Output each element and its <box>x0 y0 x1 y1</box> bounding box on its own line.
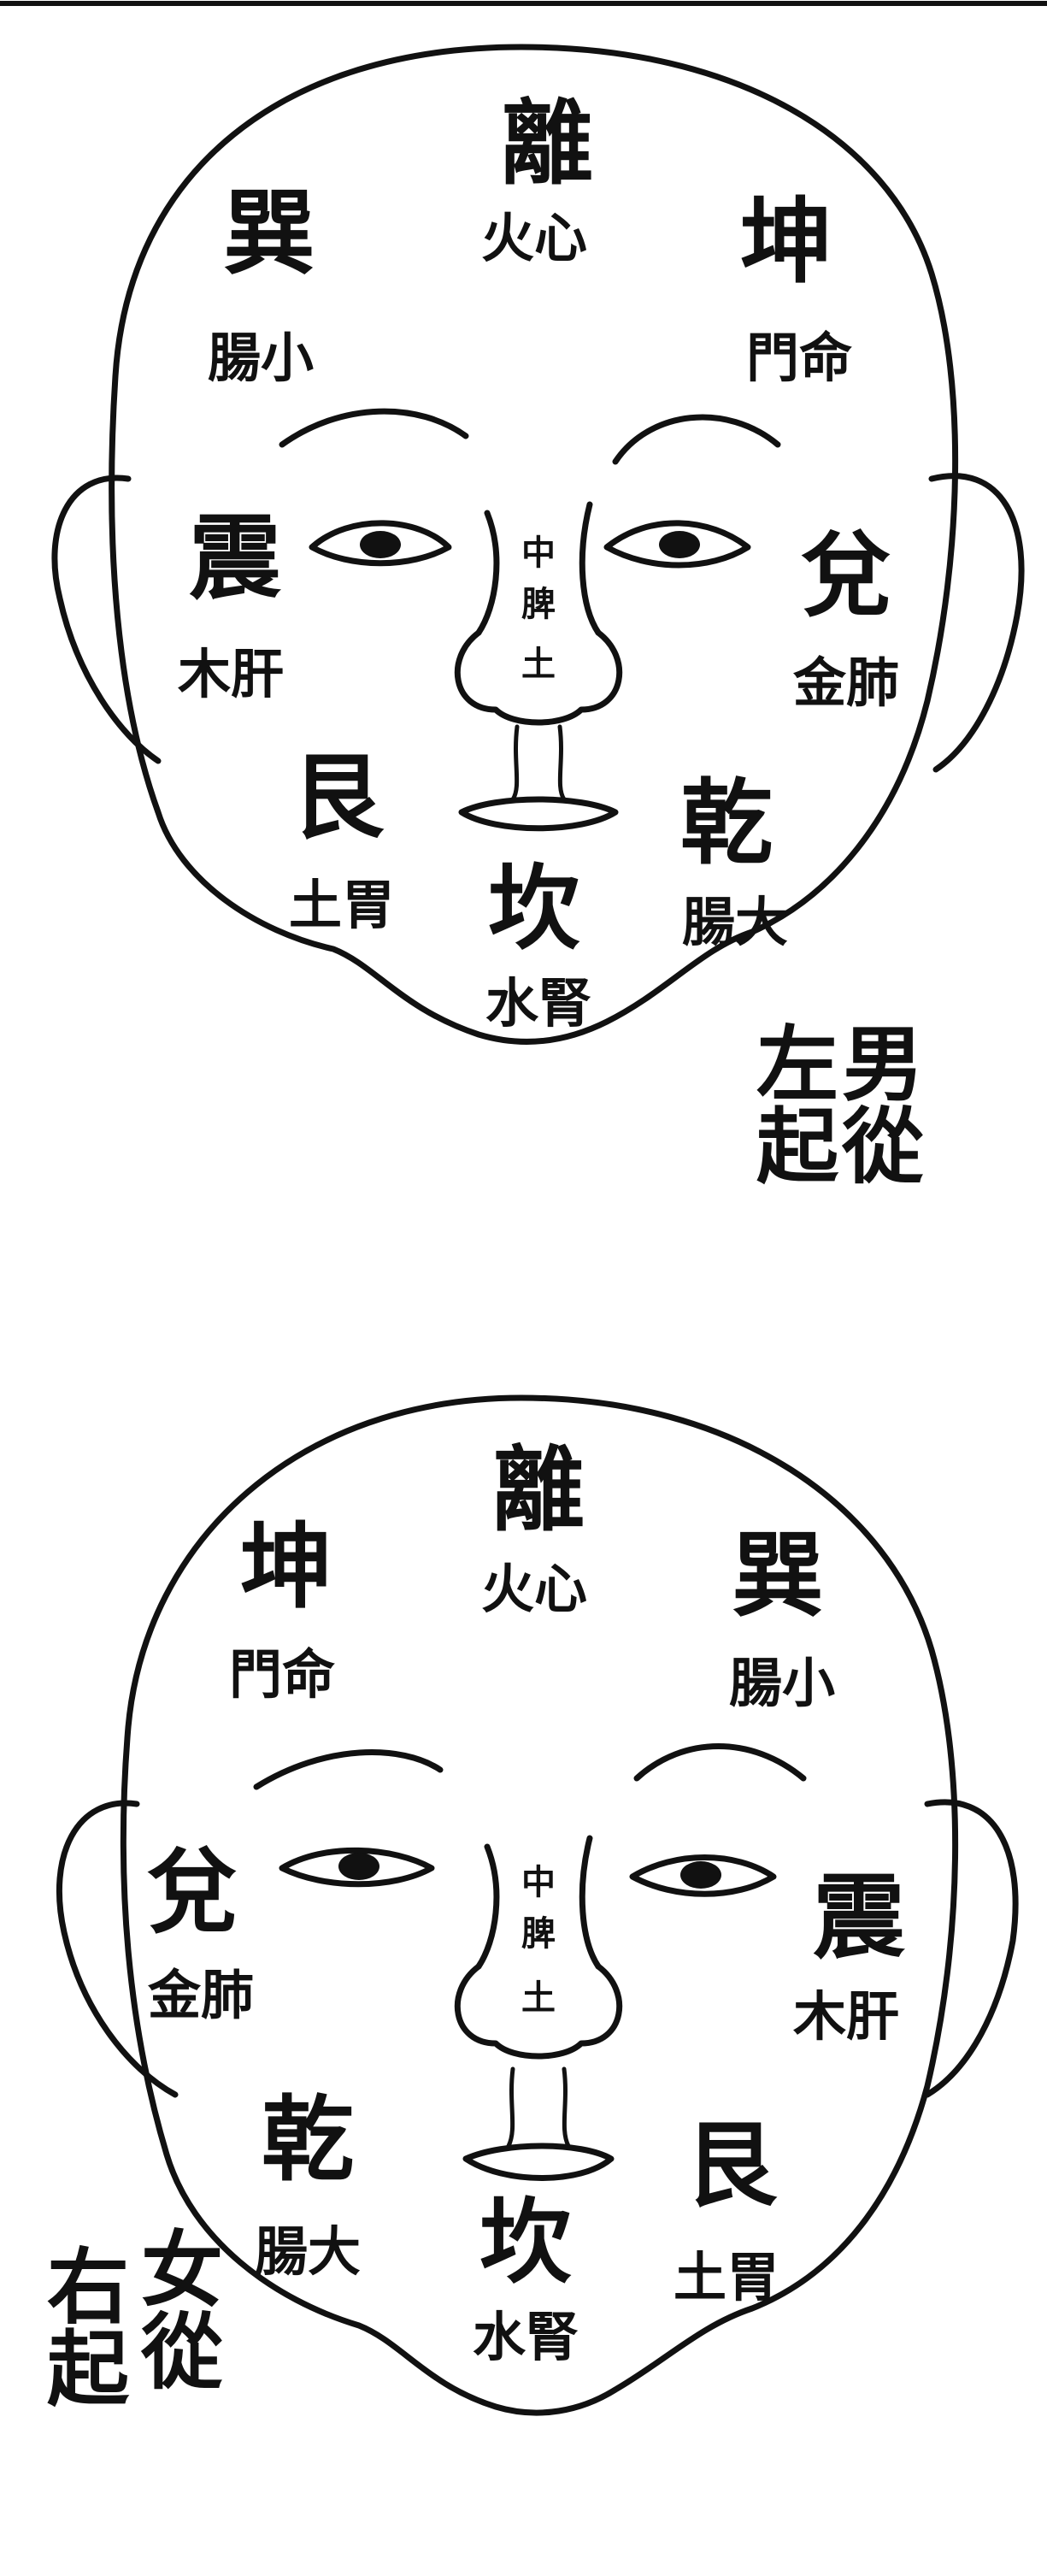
male-nose-mid-label: 脾 <box>521 584 556 624</box>
female-nose-top-label: 中 <box>521 1862 556 1902</box>
female-right-ear <box>924 1799 1019 2098</box>
female-face: 離 火心 坤 門命 巽 腸小 兌 金肺 震 木肝 乾 腸大 艮 土胃 坎 水腎 … <box>33 1394 1019 2416</box>
female-upper-right-trigram: 巽 <box>732 1522 824 1630</box>
female-upper-right-organ: 腸小 <box>729 1652 835 1714</box>
female-lower-left-trigram: 乾 <box>262 2086 354 2194</box>
female-nose-tip-label: 土 <box>521 1978 556 2018</box>
female-mid-right-trigram: 震 <box>813 1864 906 1972</box>
male-caption-col2: 男從 <box>828 1021 925 1185</box>
female-upper-left-organ: 門命 <box>229 1643 335 1706</box>
female-head-outline <box>120 1394 959 2416</box>
female-mouth <box>462 2143 615 2181</box>
male-mid-right-organ: 金肺 <box>792 651 899 714</box>
female-philtrum <box>506 2066 571 2149</box>
male-mid-right-trigram: 兌 <box>800 522 892 629</box>
female-right-eye <box>629 1854 777 1897</box>
female-bottom-organ: 水腎 <box>473 2306 579 2368</box>
male-top-organ: 火心 <box>481 207 587 269</box>
male-right-ear <box>928 473 1025 773</box>
female-mid-left-trigram: 兌 <box>146 1838 238 1946</box>
male-philtrum <box>510 724 567 802</box>
male-bottom-trigram: 坎 <box>488 855 580 963</box>
male-mouth <box>458 796 619 832</box>
male-mid-left-organ: 木肝 <box>178 643 284 705</box>
male-mid-left-trigram: 震 <box>189 504 282 612</box>
male-nose-tip <box>454 629 623 726</box>
male-upper-left-organ: 腸小 <box>208 327 314 389</box>
female-nose-tip <box>454 1963 623 2060</box>
female-right-eyebrow <box>633 1743 807 1782</box>
female-lower-left-organ: 腸大 <box>255 2220 361 2283</box>
male-lower-right-trigram: 乾 <box>680 769 773 877</box>
female-caption-col2: 女從 <box>127 2226 224 2390</box>
female-top-organ: 火心 <box>481 1558 587 1620</box>
female-nose-mid-label: 脾 <box>521 1913 556 1954</box>
female-bottom-trigram: 坎 <box>479 2189 572 2296</box>
female-mid-left-organ: 金肺 <box>147 1964 254 2026</box>
male-upper-right-trigram: 坤 <box>740 188 832 296</box>
female-left-ear <box>56 1800 179 2098</box>
female-top-trigram: 離 <box>492 1436 585 1544</box>
male-face: 離 火心 巽 腸小 坤 門命 震 木肝 兌 金肺 艮 土胃 乾 腸大 坎 水腎 … <box>51 44 1025 1185</box>
male-right-eye <box>603 520 751 569</box>
female-mid-right-organ: 木肝 <box>793 1985 899 2048</box>
male-lower-left-trigram: 艮 <box>291 744 385 852</box>
male-left-eye <box>309 520 452 567</box>
female-left-eye <box>279 1847 435 1888</box>
male-nose-bridge <box>475 501 602 636</box>
male-head-outline <box>109 44 959 1045</box>
male-left-eyebrow <box>279 408 469 448</box>
female-lower-right-trigram: 艮 <box>685 2112 778 2219</box>
male-top-trigram: 離 <box>501 90 593 197</box>
male-nose-tip-label: 土 <box>521 644 556 684</box>
male-upper-right-organ: 門命 <box>746 327 852 389</box>
male-lower-right-organ: 腸大 <box>682 891 788 953</box>
male-left-ear <box>51 475 162 764</box>
female-upper-left-trigram: 坤 <box>240 1513 332 1621</box>
female-caption-col1: 右起 <box>33 2243 130 2408</box>
male-lower-left-organ: 土胃 <box>289 874 395 936</box>
male-nose-top-label: 中 <box>521 533 556 573</box>
male-bottom-organ: 水腎 <box>485 972 591 1035</box>
male-right-eyebrow <box>612 414 781 465</box>
female-left-eyebrow <box>253 1749 444 1790</box>
female-nose-bridge <box>475 1835 602 1970</box>
male-caption-col1: 左起 <box>743 1021 839 1185</box>
male-upper-left-trigram: 巽 <box>223 180 315 287</box>
female-lower-right-organ: 土胃 <box>673 2246 779 2308</box>
